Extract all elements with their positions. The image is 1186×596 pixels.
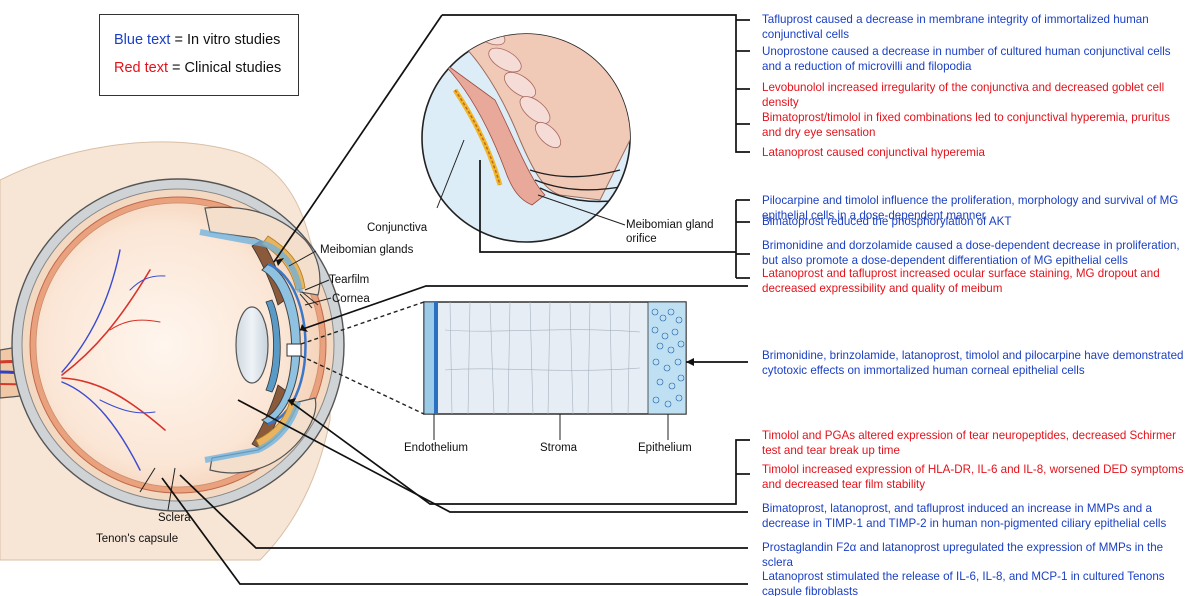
label-meibomian-orifice-line1: Meibomian gland xyxy=(626,219,714,232)
eyeball xyxy=(12,179,344,511)
legend-blue-entry: Blue text = In vitro studies xyxy=(114,32,280,48)
note-pgf2a-sclera: Prostaglandin F2α and latanoprost upregu… xyxy=(762,540,1184,570)
note-brimonidine-dorzolamide-mg: Brimonidine and dorzolamide caused a dos… xyxy=(762,238,1184,268)
note-timolol-pgas-tear: Timolol and PGAs altered expression of t… xyxy=(762,428,1184,458)
cornea-section xyxy=(301,302,686,440)
legend-box: Blue text = In vitro studies Red text = … xyxy=(99,14,299,96)
note-timolol-hla-dr: Timolol increased expression of HLA-DR, … xyxy=(762,462,1184,492)
legend-red-desc: = Clinical studies xyxy=(168,60,281,76)
note-mmp-ciliary: Bimatoprost, latanoprost, and tafluprost… xyxy=(762,501,1184,531)
note-bimatoprost-akt: Bimatoprost reduced the phosphorylation … xyxy=(762,214,1184,229)
legend-red-entry: Red text = Clinical studies xyxy=(114,60,281,76)
note-latanoprost-tenons: Latanoprost stimulated the release of IL… xyxy=(762,569,1184,596)
label-meibomian-glands: Meibomian glands xyxy=(320,244,413,257)
label-endothelium: Endothelium xyxy=(404,442,468,455)
label-cornea: Cornea xyxy=(332,293,370,306)
label-stroma: Stroma xyxy=(540,442,577,455)
legend-blue-term: Blue text xyxy=(114,32,170,48)
note-tafluprost-conjunctival: Tafluprost caused a decrease in membrane… xyxy=(762,12,1184,42)
label-sclera: Sclera xyxy=(158,512,191,525)
note-levobunolol: Levobunolol increased irregularity of th… xyxy=(762,80,1184,110)
label-tearfilm: Tearfilm xyxy=(329,274,369,287)
legend-blue-desc: = In vitro studies xyxy=(170,32,280,48)
meibomian-magnified-circle xyxy=(422,20,640,242)
label-conjunctiva: Conjunctiva xyxy=(367,222,427,235)
label-meibomian-orifice-line2: orifice xyxy=(626,233,657,246)
note-unoprostone-conjunctival: Unoprostone caused a decrease in number … xyxy=(762,44,1184,74)
legend-red-term: Red text xyxy=(114,60,168,76)
label-epithelium: Epithelium xyxy=(638,442,692,455)
note-bimatoprost-timolol: Bimatoprost/timolol in fixed combination… xyxy=(762,110,1184,140)
note-corneal-cytotoxic: Brimonidine, brinzolamide, latanoprost, … xyxy=(762,348,1184,378)
label-tenons-capsule: Tenon's capsule xyxy=(96,533,178,546)
note-latanoprost-tafluprost-mg: Latanoprost and tafluprost increased ocu… xyxy=(762,266,1184,296)
note-latanoprost-hyperemia: Latanoprost caused conjunctival hyperemi… xyxy=(762,145,1184,160)
